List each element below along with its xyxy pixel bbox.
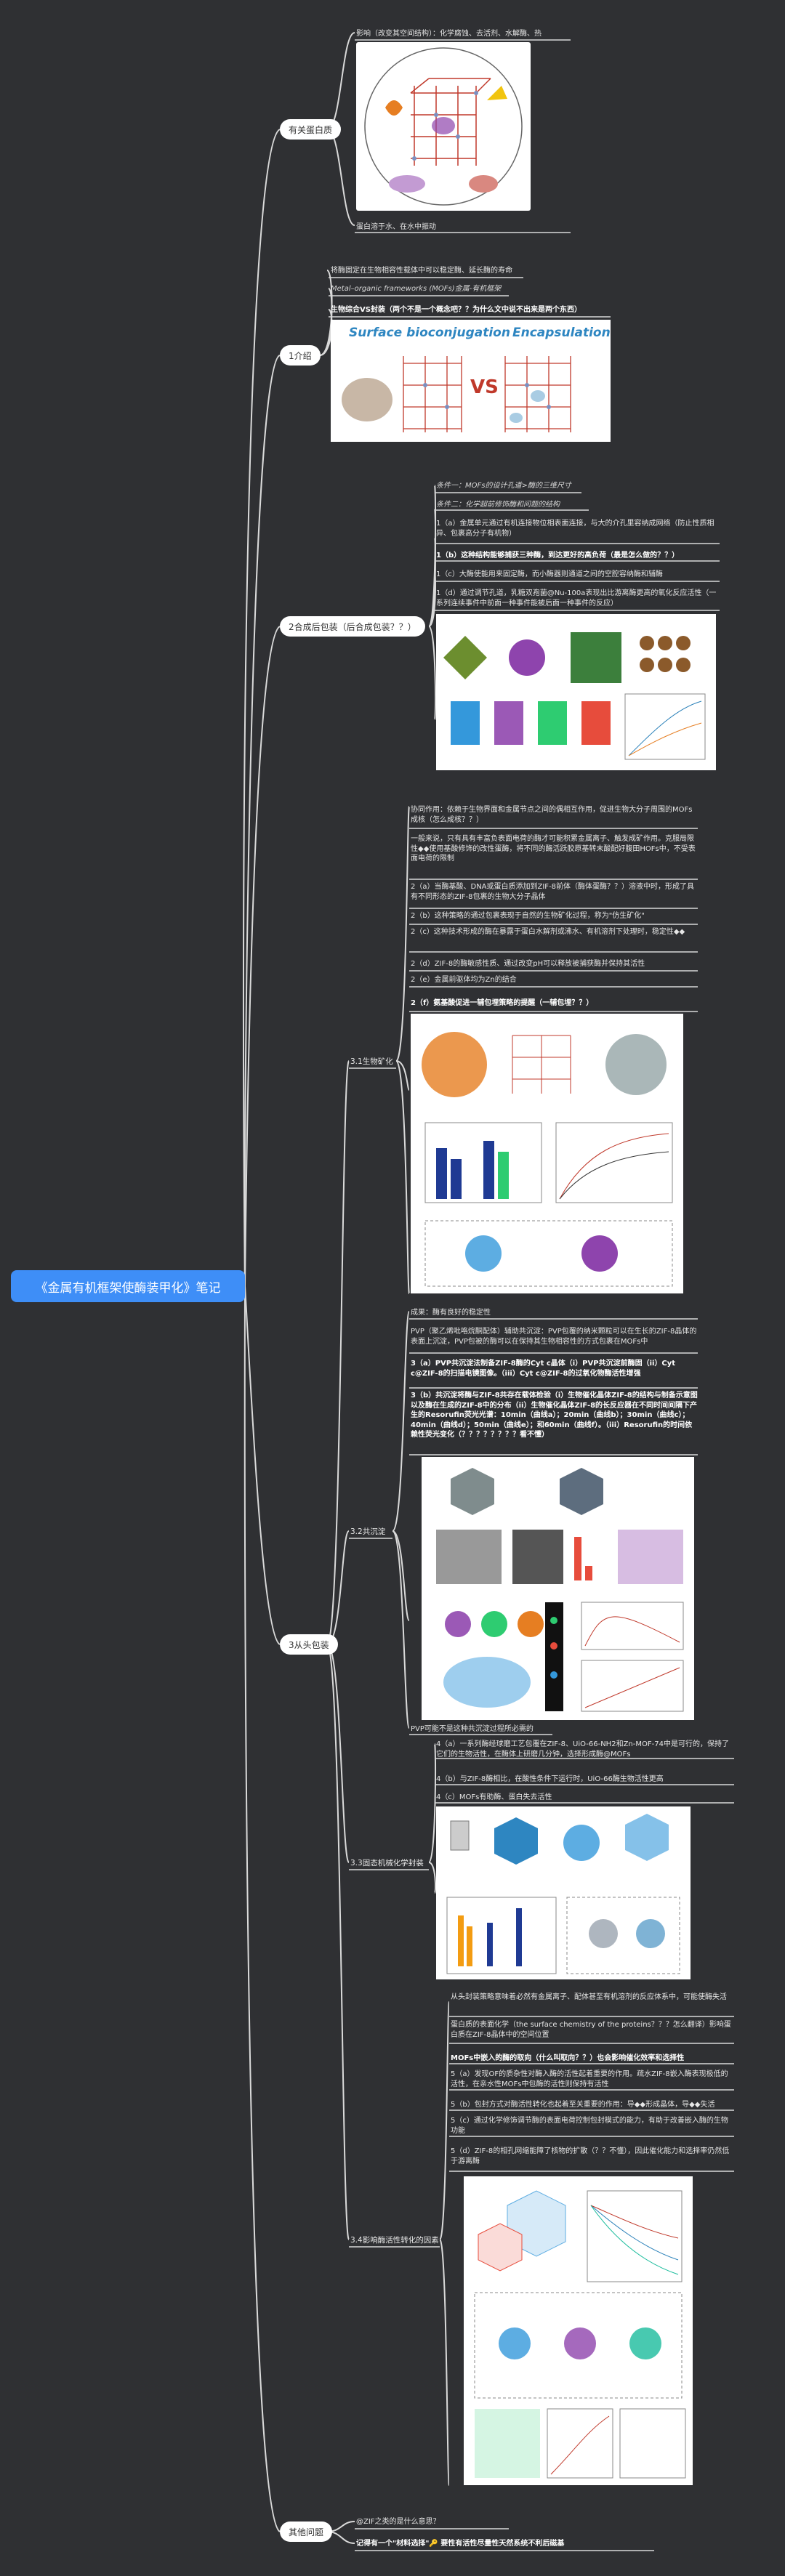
node-3-4-6[interactable]: 5（c）通过化学修饰调节酶的表面电荷控制包封模式的能力，有助于改善嵌入酶的生物功… (451, 2116, 734, 2136)
topic-3-4-factors[interactable]: 3.4影响酶活性转化的因素 (350, 2234, 439, 2245)
node-3-1-3[interactable]: 2（a）当酶基酸、DNA或蛋白质添加到ZIF-8前体（酶体蛋酶？？）溶液中时，形… (411, 882, 698, 902)
node-3-2-2[interactable]: PVP（聚乙烯吡咯烷酮配体）辅助共沉淀：PVP包覆的纳米颗粒可以在生长的ZIF-… (411, 1327, 698, 1346)
figure-bioconjugation-vs-encapsulation: Surface bioconjugation Encapsulation VS (331, 320, 611, 442)
topic-related-proteins[interactable]: 有关蛋白质 (280, 119, 341, 140)
caption-encapsulation: Encapsulation (512, 326, 611, 340)
node-3-2-5[interactable]: PVP可能不是这种共沉淀过程所必需的 (411, 1724, 600, 1735)
figure-activity-factors (464, 2176, 693, 2485)
topic-other-questions[interactable]: 其他问题 (280, 2522, 332, 2542)
node-related-1[interactable]: 影响（改变其空间结构）：化学腐蚀、去活剂、水解酶、热 (356, 29, 574, 39)
node-3-1-8[interactable]: 2（f）氨基酸促进一辅包埋策略的提醒（一辅包埋？？） (411, 998, 698, 1009)
node-other-1[interactable]: @ZIF之类的是什么意思？ (356, 2517, 545, 2527)
node-post-2[interactable]: 条件二：化学超前修饰酶和问题的结构 (436, 500, 654, 510)
node-post-1[interactable]: 条件一：MOFs的设计孔道>酶的三维尺寸 (436, 481, 654, 491)
node-intro-2[interactable]: Metal–organic frameworks (MOFs)金属-有机框架 (331, 284, 563, 294)
node-other-2[interactable]: 记得有一个"材料选择"🔑 要性有活性尽量性天然系统不利后磁基 (356, 2539, 661, 2549)
node-3-4-5[interactable]: 5（b）包封方式对酶活性转化也起着至关重要的作用：导◆◆形成晶体，导◆◆失活 (451, 2100, 734, 2110)
root-topic[interactable]: 《金属有机框架使酶装甲化》笔记 (11, 1270, 245, 1302)
node-3-1-1[interactable]: 协同作用：依赖于生物界面和金属节点之间的偶相互作用，促进生物大分子周围的MOFs… (411, 805, 698, 825)
node-3-3-3[interactable]: 4（c）MOFs有助酶、蛋白失去活性 (436, 1793, 734, 1803)
topic-3-2-coprecipitation[interactable]: 3.2共沉淀 (350, 1526, 385, 1537)
protein-threats-illustration (356, 42, 531, 211)
node-3-3-1[interactable]: 4（a）一系列酶经球磨工艺包覆在ZIF-8、UiO-66-NH2和Zn-MOF-… (436, 1740, 734, 1759)
node-3-4-3[interactable]: MOFs中嵌入的酶的取向（什么叫取向？？）也会影响催化效率和选择性 (451, 2054, 734, 2064)
node-related-2[interactable]: 蛋白溶于水、在水中振动 (356, 222, 574, 233)
figure-biomineralization (411, 1014, 683, 1293)
node-3-1-2[interactable]: 一般来说，只有具有丰富负表面电荷的酶才可能积累金属离子、触发成矿作用。克服局限性… (411, 834, 698, 864)
biomineralization-illustration (411, 1014, 683, 1293)
node-3-4-7[interactable]: 5（d）ZIF-8的相孔网缩能障了核物的扩散（？？不懂），因此催化能力和选择率仍… (451, 2147, 734, 2166)
node-post-5[interactable]: 1（c）大酶使能用来固定酶，而小酶器则通道之间的空腔容纳酶和辅酶 (436, 570, 720, 580)
vs-label: VS (470, 376, 499, 398)
topic-intro[interactable]: 1介绍 (280, 345, 321, 366)
node-3-1-7[interactable]: 2（e）金属前驱体均为Zn的结合 (411, 975, 698, 985)
activity-factors-illustration (464, 2176, 693, 2485)
node-intro-3[interactable]: 生物综合VS封装（两个不是一个概念吧？？为什么文中说不出来是两个东西） (331, 305, 621, 315)
figure-protein-threats (356, 42, 531, 211)
node-3-4-1[interactable]: 从头封装策略意味着必然有金属离子、配体甚至有机溶剂的反应体系中，可能使酶失活 (451, 1992, 734, 2003)
node-3-4-2[interactable]: 蛋白质的表面化学（the surface chemistry of the pr… (451, 2020, 734, 2040)
node-post-3[interactable]: 1（a）金属单元通过有机连接物位相表面连接，与大的介孔里容纳成网络（防止性质相异… (436, 519, 720, 538)
node-post-4[interactable]: 1（b）这种结构能够捕获三种酶，到达更好的高负荷（最是怎么做的？？） (436, 551, 720, 561)
node-3-4-4[interactable]: 5（a）发现OF的质杂性对酶入酶的活性起着重要的作用。疏水ZIF-8嵌入酶表现极… (451, 2070, 734, 2089)
node-3-2-1[interactable]: 成果：酶有良好的稳定性 (411, 1308, 698, 1318)
node-post-6[interactable]: 1（d）通过调节孔道，乳糖双孢菌@Nu-100a表现出比游离酶更高的氧化反应活性… (436, 589, 720, 608)
postsynthesis-illustration (436, 614, 716, 770)
topic-de-novo[interactable]: 3从头包装 (280, 1634, 338, 1655)
topic-3-1-biomineralization[interactable]: 3.1生物矿化 (350, 1056, 393, 1067)
node-3-1-4[interactable]: 2（b）这种策略的通过包裹表现于自然的生物矿化过程，称为"仿生矿化" (411, 911, 698, 921)
topic-post-synthesis[interactable]: 2合成后包装（后合成包装？？） (280, 616, 425, 637)
node-intro-1[interactable]: 将酶固定在生物相容性载体中可以稳定酶、延长酶的寿命 (331, 266, 563, 276)
figure-mechanochemical (436, 1806, 691, 1979)
node-3-2-4[interactable]: 3（b）共沉淀将酶与ZIF-8共存在载体检验（i）生物催化晶体ZIF-8的结构与… (411, 1391, 698, 1440)
coprecipitation-illustration (422, 1457, 694, 1720)
figure-coprecipitation (422, 1457, 694, 1720)
node-3-3-2[interactable]: 4（b）与ZIF-8酶相比，在酸性条件下运行时，UiO-66酶生物活性更高 (436, 1774, 734, 1785)
caption-surface-bioconjugation: Surface bioconjugation (349, 326, 510, 340)
node-3-2-3[interactable]: 3（a）PVP共沉淀法制备ZIF-8酶的Cyt c晶体（i）PVP共沉淀前酶固（… (411, 1359, 698, 1378)
node-3-1-6[interactable]: 2（d）ZIF-8的酶敏感性质、通过改变pH可以释放被捕获酶并保持其活性 (411, 959, 698, 969)
topic-3-3-mechanochemical[interactable]: 3.3固态机械化学封装 (350, 1857, 424, 1868)
figure-postsynthesis (436, 614, 716, 770)
mechanochemical-illustration (436, 1806, 691, 1979)
node-3-1-5[interactable]: 2（c）这种技术形成的酶在暴露于蛋白水解剂或沸水、有机溶剂下处理时，稳定性◆◆ (411, 927, 698, 937)
